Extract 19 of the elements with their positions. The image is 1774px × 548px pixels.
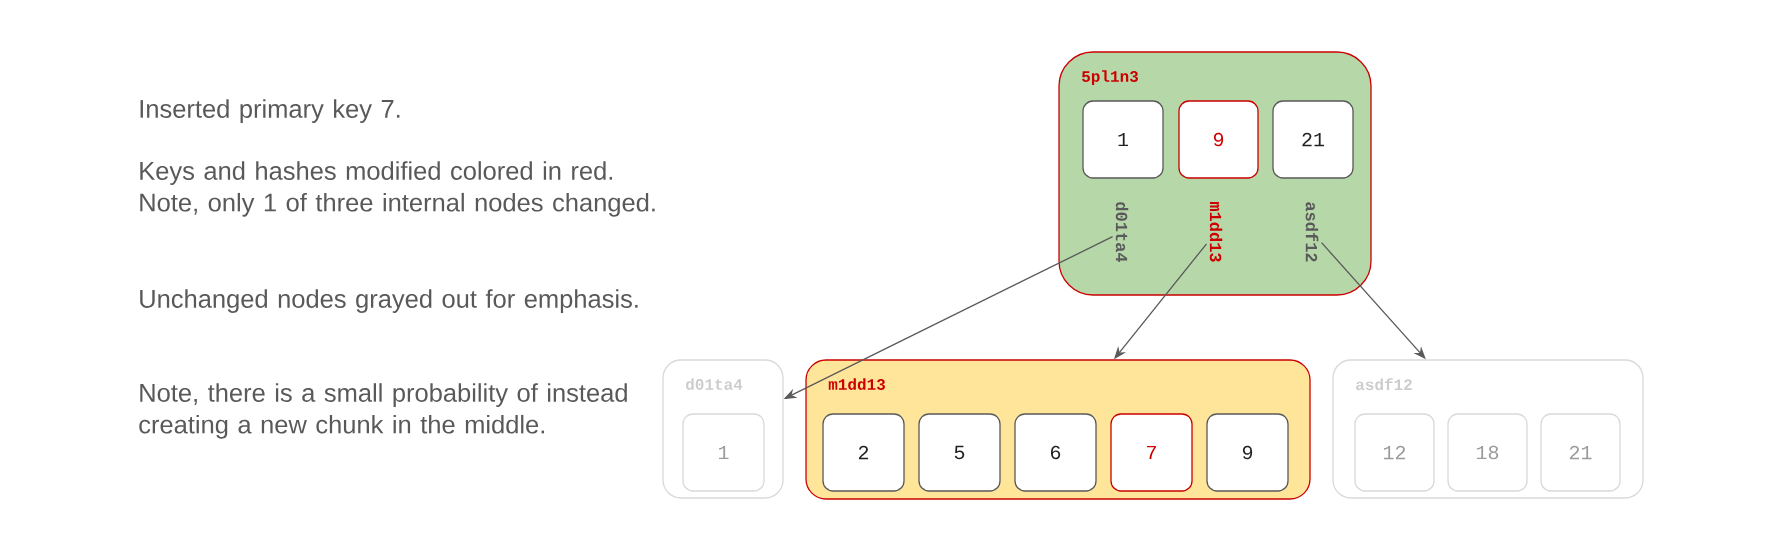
key-box: 9 (1206, 413, 1289, 492)
note-text: Note, there is a small probability of instead creating a new chunk in the middle. (139, 383, 627, 439)
hash-label: d01ta4 (1115, 202, 1129, 263)
key-box: 21 (1272, 100, 1354, 179)
hash-label: asdf12 (1305, 202, 1319, 262)
key-box: 12 (1354, 413, 1435, 492)
key-box: 2 (822, 413, 905, 492)
note-text: Inserted primary key 7. (140, 99, 400, 123)
key-box: 18 (1447, 413, 1528, 492)
hash-label: m1dd13 (1209, 201, 1223, 262)
key-box: 9 (1178, 100, 1259, 179)
note-text: Keys and hashes modified colored in red. Note, only 1 of three internal nodes changed. (140, 161, 655, 217)
note-text: Unchanged nodes grayed out for emphasis. (140, 289, 638, 313)
key-box: 7 (1110, 413, 1193, 492)
key-box: 21 (1540, 413, 1621, 492)
key-box: 6 (1014, 413, 1097, 492)
key-box: 1 (1082, 100, 1164, 179)
key-box: 5 (918, 413, 1001, 492)
key-box: 1 (682, 413, 765, 492)
